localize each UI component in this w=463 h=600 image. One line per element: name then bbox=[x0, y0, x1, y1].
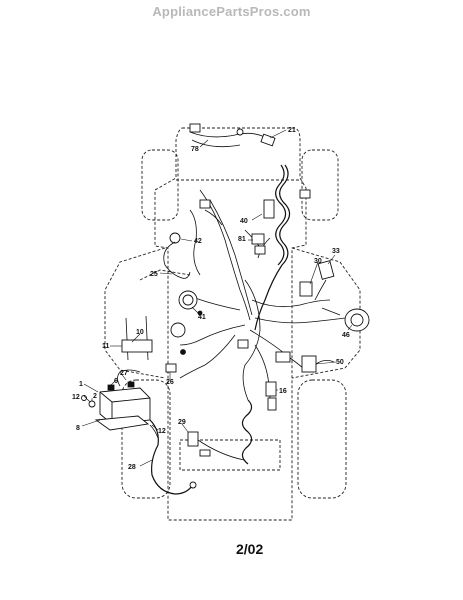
callout-12-right: 12 bbox=[158, 428, 166, 435]
callout-6: 6 bbox=[114, 378, 118, 385]
callout-21: 21 bbox=[288, 127, 296, 134]
callout-1: 1 bbox=[79, 381, 83, 388]
callout-28: 28 bbox=[128, 464, 136, 471]
callout-78: 78 bbox=[191, 146, 199, 153]
callout-50: 50 bbox=[336, 359, 344, 366]
callout-12-left: 12 bbox=[72, 394, 80, 401]
headlight-wiring bbox=[189, 123, 276, 148]
callout-8: 8 bbox=[76, 425, 80, 432]
callout-33: 33 bbox=[332, 248, 340, 255]
callout-26: 26 bbox=[166, 379, 174, 386]
callout-41: 41 bbox=[198, 314, 206, 321]
battery-assembly bbox=[81, 315, 197, 495]
callout-42: 42 bbox=[194, 238, 202, 245]
page-number: 2/02 bbox=[236, 541, 264, 557]
callout-11: 11 bbox=[102, 343, 110, 350]
electrical-components bbox=[163, 189, 370, 461]
callout-16: 16 bbox=[279, 388, 287, 395]
watermark-text: AppliancePartsPros.com bbox=[152, 4, 311, 19]
callout-27: 27 bbox=[120, 370, 128, 377]
callout-2: 2 bbox=[93, 393, 97, 400]
callout-40: 40 bbox=[240, 218, 248, 225]
callout-81: 81 bbox=[238, 236, 246, 243]
callout-10: 10 bbox=[136, 329, 144, 336]
callout-30: 30 bbox=[314, 258, 322, 265]
callout-labels: 21 78 40 81 42 33 30 25 41 46 10 11 50 2… bbox=[72, 127, 350, 471]
tractor-outline bbox=[104, 127, 361, 521]
callout-25: 25 bbox=[150, 271, 158, 278]
leader-lines bbox=[81, 129, 353, 467]
callout-29: 29 bbox=[178, 419, 186, 426]
callout-46: 46 bbox=[342, 332, 350, 339]
